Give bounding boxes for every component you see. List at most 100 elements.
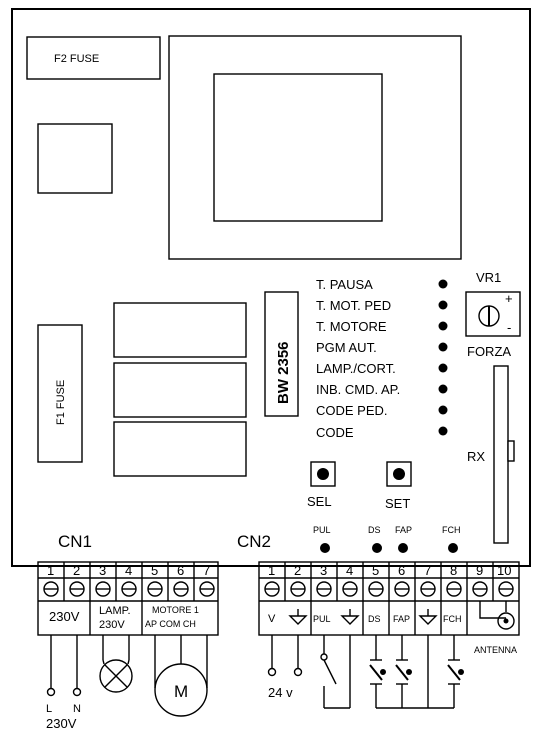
dip-switch-dot[interactable] (438, 342, 448, 352)
trimmer-plus: + (505, 291, 513, 306)
dip-label: T. MOT. PED (316, 298, 391, 313)
board-outline (11, 8, 531, 567)
screw-terminal-icon[interactable] (498, 581, 514, 597)
cn2-terminal-number: 9 (476, 563, 483, 578)
mains-n-terminal (72, 687, 82, 697)
set-button-dot (393, 468, 405, 480)
dc-terminal-1 (267, 667, 277, 677)
ds-contact-icon (369, 635, 402, 709)
dip-label: T. MOTORE (316, 319, 387, 334)
cn2-terminal-block (258, 561, 520, 636)
transformer-inner (213, 73, 383, 222)
dip-switch-dot[interactable] (438, 279, 448, 289)
cn2-terminal-number: 7 (424, 563, 431, 578)
dip-label: INB. CMD. AP. (316, 382, 400, 397)
cn1-terminal-number: 5 (151, 563, 158, 578)
antenna-terminal-icon[interactable] (497, 612, 515, 630)
dip-switch-dot[interactable] (438, 363, 448, 373)
cn1-terminal-number: 7 (203, 563, 210, 578)
sel-button-dot (317, 468, 329, 480)
screw-terminal-icon[interactable] (121, 581, 137, 597)
dip-switch-dots (438, 279, 448, 436)
trimmer-box (465, 291, 521, 337)
cn2-fap-label: FAP (393, 614, 410, 624)
cn1-group-230v: 230V (49, 609, 80, 624)
component-block (37, 123, 113, 194)
screw-terminal-icon[interactable] (368, 581, 384, 597)
fap-contact-icon (395, 635, 429, 709)
trimmer-knob-icon[interactable] (478, 305, 500, 327)
led-pul (320, 543, 330, 553)
model-chip (264, 291, 299, 417)
screw-terminal-icon[interactable] (199, 581, 215, 597)
cn2-ds-label: DS (368, 614, 381, 624)
antenna-bridge (479, 601, 506, 619)
screw-terminal-icon[interactable] (69, 581, 85, 597)
cn1-terminal-number: 2 (73, 563, 80, 578)
cn2-fch-label: FCH (443, 614, 462, 624)
dc-voltage-label: 24 v (268, 685, 293, 700)
cn1-terminal-number: 6 (177, 563, 184, 578)
screw-terminal-icon[interactable] (290, 581, 306, 597)
cn2-terminal-number: 10 (497, 563, 511, 578)
trimmer-label: FORZA (467, 344, 511, 359)
dip-switch-dot[interactable] (438, 405, 448, 415)
dip-label: PGM AUT. (316, 340, 377, 355)
cn1-group-motor-terminals: AP COM CH (145, 619, 196, 629)
dip-label: LAMP./CORT. (316, 361, 396, 376)
motor-icon: M (154, 663, 208, 717)
mains-n-label: N (73, 703, 81, 715)
rx-module-tab (507, 440, 515, 462)
f1-fuse-label: F1 FUSE (55, 380, 67, 425)
led-fch (448, 543, 458, 553)
trimmer-name: VR1 (476, 270, 501, 285)
mains-voltage-label: 230V (46, 716, 77, 731)
screw-terminal-icon[interactable] (95, 581, 111, 597)
dip-switch-dot[interactable] (438, 426, 448, 436)
cn2-terminal-number: 3 (320, 563, 327, 578)
screw-terminal-icon[interactable] (394, 581, 410, 597)
relay-1 (113, 302, 247, 358)
cn1-terminal-number: 3 (99, 563, 106, 578)
motor-label: M (174, 682, 188, 701)
rx-module (493, 365, 509, 544)
dip-switch-dot[interactable] (438, 300, 448, 310)
cn2-terminal-number: 2 (294, 563, 301, 578)
antenna-label: ANTENNA (474, 645, 517, 655)
dip-switch-dot[interactable] (438, 321, 448, 331)
cn2-terminal-number: 4 (346, 563, 353, 578)
led-label-fch: FCH (442, 525, 461, 535)
sel-button-label: SEL (307, 494, 332, 509)
relay-2 (113, 362, 247, 418)
set-button-label: SET (385, 496, 410, 511)
screw-terminal-icon[interactable] (472, 581, 488, 597)
ground-icon (340, 609, 360, 625)
led-fap (398, 543, 408, 553)
cn1-terminal-number: 4 (125, 563, 132, 578)
cn2-terminal-number: 8 (450, 563, 457, 578)
screw-terminal-icon[interactable] (316, 581, 332, 597)
mains-l-label: L (46, 703, 52, 715)
cn1-group-lamp-voltage: 230V (99, 619, 125, 631)
screw-terminal-icon[interactable] (342, 581, 358, 597)
pul-switch-icon (320, 635, 351, 709)
screw-terminal-icon[interactable] (446, 581, 462, 597)
relay-3 (113, 421, 247, 477)
fch-contact-icon (428, 635, 464, 709)
screw-terminal-icon[interactable] (264, 581, 280, 597)
screw-terminal-icon[interactable] (43, 581, 59, 597)
dip-switch-dot[interactable] (438, 384, 448, 394)
f2-fuse-label: F2 FUSE (54, 53, 99, 65)
ground-icon (418, 609, 438, 625)
cn1-title: CN1 (58, 532, 92, 551)
cn2-title: CN2 (237, 532, 271, 551)
trimmer-minus: - (507, 320, 511, 335)
screw-terminal-icon[interactable] (173, 581, 189, 597)
dip-label: CODE (316, 425, 354, 440)
screw-terminal-icon[interactable] (420, 581, 436, 597)
cn2-terminal-number: 1 (268, 563, 275, 578)
screw-terminal-icon[interactable] (147, 581, 163, 597)
cn2-pul-label: PUL (313, 614, 331, 624)
lamp-icon (99, 659, 133, 693)
